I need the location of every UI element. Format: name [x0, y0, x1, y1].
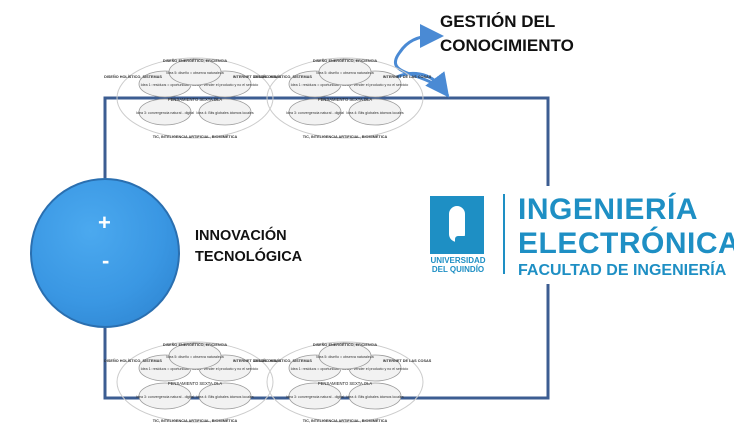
idea-petal — [168, 342, 222, 370]
idea-petal — [348, 382, 402, 410]
negative-terminal-sign: - — [102, 248, 110, 273]
cluster-center-label: PENSAMIENTO SEXTA OLA — [168, 97, 223, 102]
idea-petal — [288, 382, 342, 410]
innovacion-line-1: INNOVACIÓN — [195, 228, 287, 244]
university-name-line-2: DEL QUINDÍO — [431, 265, 485, 274]
idea-petal — [318, 342, 372, 370]
idea-petal — [168, 58, 222, 86]
idea-petal — [198, 382, 252, 410]
positive-terminal-sign: + — [98, 210, 111, 235]
cluster-outer-ring — [116, 341, 274, 423]
cluster-outer-ring — [116, 57, 274, 139]
idea-label: Idea 1: residuos = oportunidad — [141, 367, 190, 371]
cluster-outer-ring — [266, 341, 424, 423]
cluster-outer-label: INTERNET DE LAS COSAS — [383, 359, 432, 363]
logo-divider — [503, 194, 505, 274]
cluster-outer-label: TIC, INTELIGENCIA ARTIFICIAL, BIOMIMÉTIC… — [303, 418, 388, 423]
cluster-outer-label: DISEÑO HOLÍSTICO, SISTEMAS — [254, 74, 312, 79]
cluster-outer-label: INTERNET DE LAS COSAS — [383, 75, 432, 79]
cluster-outer-label: DISEÑO ENERGÉTICO, EFICIENCIA — [163, 58, 228, 63]
cluster-outer-label: DISEÑO HOLÍSTICO, SISTEMAS — [104, 358, 162, 363]
cluster-outer-label: TIC, INTELIGENCIA ARTIFICIAL, BIOMIMÉTIC… — [153, 418, 238, 423]
idea-petal — [138, 98, 192, 126]
innovacion-tecnologica-label: INNOVACIÓN TECNOLÓGICA — [195, 226, 335, 268]
university-name: UNIVERSIDAD DEL QUINDÍO — [416, 256, 500, 274]
idea-label: Idea 3: convergencia natural - digital — [286, 395, 344, 399]
cluster-center-label: PENSAMIENTO SEXTA OLA — [168, 381, 223, 386]
cluster-outer-label: DISEÑO ENERGÉTICO, EFICIENCIA — [313, 342, 378, 347]
idea-label: Idea 4: Bits globales átomos locales — [346, 395, 404, 399]
idea-petal — [318, 58, 372, 86]
idea-label: Idea 3: convergencia natural - digital — [286, 111, 344, 115]
gestion-conocimiento-label: GESTIÓN DEL CONOCIMIENTO — [440, 10, 610, 58]
university-logo: UNIVERSIDAD DEL QUINDÍO INGENIERÍA ELECT… — [408, 186, 734, 284]
cluster-outer-label: DISEÑO ENERGÉTICO, EFICIENCIA — [313, 58, 378, 63]
program-title-line-2: ELECTRÓNICA — [518, 227, 734, 260]
idea-label: Idea 2: vender el producto y no el servi… — [192, 367, 259, 371]
university-name-line-1: UNIVERSIDAD — [430, 256, 486, 265]
gestion-arrow-lower — [394, 71, 450, 98]
idea-label: Idea 5: diseño = observa naturaleza — [166, 71, 223, 75]
cluster-center-label: PENSAMIENTO SEXTA OLA — [318, 381, 373, 386]
idea-label: Idea 5: diseño = observa naturaleza — [316, 71, 373, 75]
cluster-outer-label: DISEÑO HOLÍSTICO, SISTEMAS — [254, 358, 312, 363]
idea-label: Idea 1: residuos = oportunidad — [141, 83, 190, 87]
idea-petal — [348, 98, 402, 126]
cluster-outer-label: INTERNET DE LAS COSAS — [233, 75, 282, 79]
cluster-outer-label: DISEÑO ENERGÉTICO, EFICIENCIA — [163, 342, 228, 347]
cluster-outer-label: TIC, INTELIGENCIA ARTIFICIAL, BIOMIMÉTIC… — [303, 134, 388, 139]
idea-label: Idea 1: residuos = oportunidad — [291, 367, 340, 371]
idea-label: Idea 5: diseño = observa naturaleza — [166, 355, 223, 359]
idea-label: Idea 3: convergencia natural - digital — [136, 111, 194, 115]
idea-petal — [138, 382, 192, 410]
cluster-outer-ring — [266, 57, 424, 139]
university-emblem-icon — [430, 196, 484, 254]
idea-label: Idea 4: Bits globales átomos locales — [346, 111, 404, 115]
cluster-center-label: PENSAMIENTO SEXTA OLA — [318, 97, 373, 102]
idea-petal — [198, 98, 252, 126]
idea-label: Idea 2: vender el producto y no el servi… — [192, 83, 259, 87]
idea-petal — [288, 98, 342, 126]
idea-label: Idea 1: residuos = oportunidad — [291, 83, 340, 87]
program-title-line-1: INGENIERÍA — [518, 193, 699, 226]
idea-label: Idea 4: Bits globales átomos locales — [196, 395, 254, 399]
cluster-outer-label: INTERNET DE LAS COSAS — [233, 359, 282, 363]
idea-label: Idea 5: diseño = observa naturaleza — [316, 355, 373, 359]
battery-source: + - — [30, 178, 180, 328]
cluster-outer-label: DISEÑO HOLÍSTICO, SISTEMAS — [104, 74, 162, 79]
idea-label: Idea 2: vender el producto y no el servi… — [342, 83, 409, 87]
cluster-outer-label: TIC, INTELIGENCIA ARTIFICIAL, BIOMIMÉTIC… — [153, 134, 238, 139]
idea-label: Idea 4: Bits globales átomos locales — [196, 111, 254, 115]
gestion-line-1: GESTIÓN DEL — [440, 12, 556, 31]
faculty-name: FACULTAD DE INGENIERÍA — [518, 262, 727, 279]
idea-label: Idea 3: convergencia natural - digital — [136, 395, 194, 399]
idea-label: Idea 2: vender el producto y no el servi… — [342, 367, 409, 371]
gestion-line-2: CONOCIMIENTO — [440, 36, 574, 55]
innovacion-line-2: TECNOLÓGICA — [195, 249, 303, 265]
